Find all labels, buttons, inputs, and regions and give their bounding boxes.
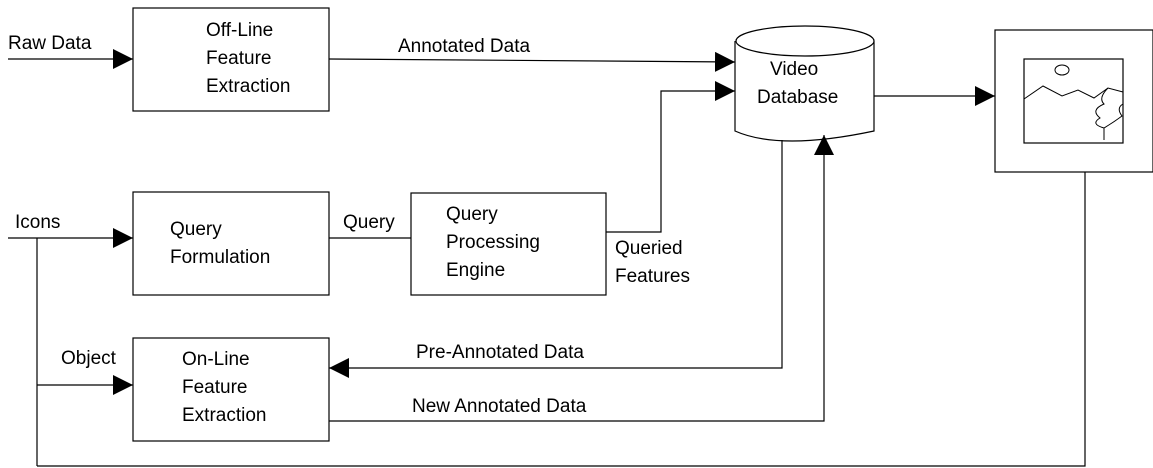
object-label: Object xyxy=(61,348,117,369)
offline-extraction-line-3: Extraction xyxy=(206,76,290,97)
video-database-line-2: Database xyxy=(757,87,838,108)
queried-features-line-1: Queried xyxy=(615,238,683,259)
pre-annotated-data-arrow xyxy=(329,140,783,378)
query-formulation-line-2: Formulation xyxy=(170,247,270,268)
annotated-data-arrow xyxy=(328,51,736,72)
online-extraction-line-3: Extraction xyxy=(182,405,266,426)
display-feedback-line xyxy=(37,172,1086,467)
query-engine-line-3: Engine xyxy=(446,260,505,281)
video-frame-display-icon xyxy=(994,29,1153,173)
online-extraction-line-2: Feature xyxy=(182,377,247,398)
video-database-cylinder: Video Database xyxy=(734,25,875,142)
raw-data-label: Raw Data xyxy=(8,33,92,54)
new-annotated-data-label: New Annotated Data xyxy=(412,396,587,417)
queried-features-line-2: Features xyxy=(615,266,690,287)
icons-label: Icons xyxy=(15,212,60,233)
query-engine-line-2: Processing xyxy=(446,232,540,253)
query-engine-box: Query Processing Engine xyxy=(410,192,607,296)
pre-annotated-data-label: Pre-Annotated Data xyxy=(416,342,584,363)
video-database-line-1: Video xyxy=(770,59,818,80)
offline-extraction-box: Off-Line Feature Extraction xyxy=(132,7,330,112)
offline-extraction-line-1: Off-Line xyxy=(206,20,273,41)
annotated-data-label: Annotated Data xyxy=(398,36,530,57)
query-label: Query xyxy=(343,212,395,233)
new-annotated-data-arrow xyxy=(329,135,834,422)
query-formulation-box: Query Formulation xyxy=(132,191,330,296)
online-extraction-box: On-Line Feature Extraction xyxy=(132,337,330,442)
queried-features-arrow xyxy=(606,81,735,233)
offline-extraction-line-2: Feature xyxy=(206,48,271,69)
query-formulation-line-1: Query xyxy=(170,219,222,240)
query-engine-line-1: Query xyxy=(446,204,498,225)
online-extraction-line-1: On-Line xyxy=(182,349,250,370)
